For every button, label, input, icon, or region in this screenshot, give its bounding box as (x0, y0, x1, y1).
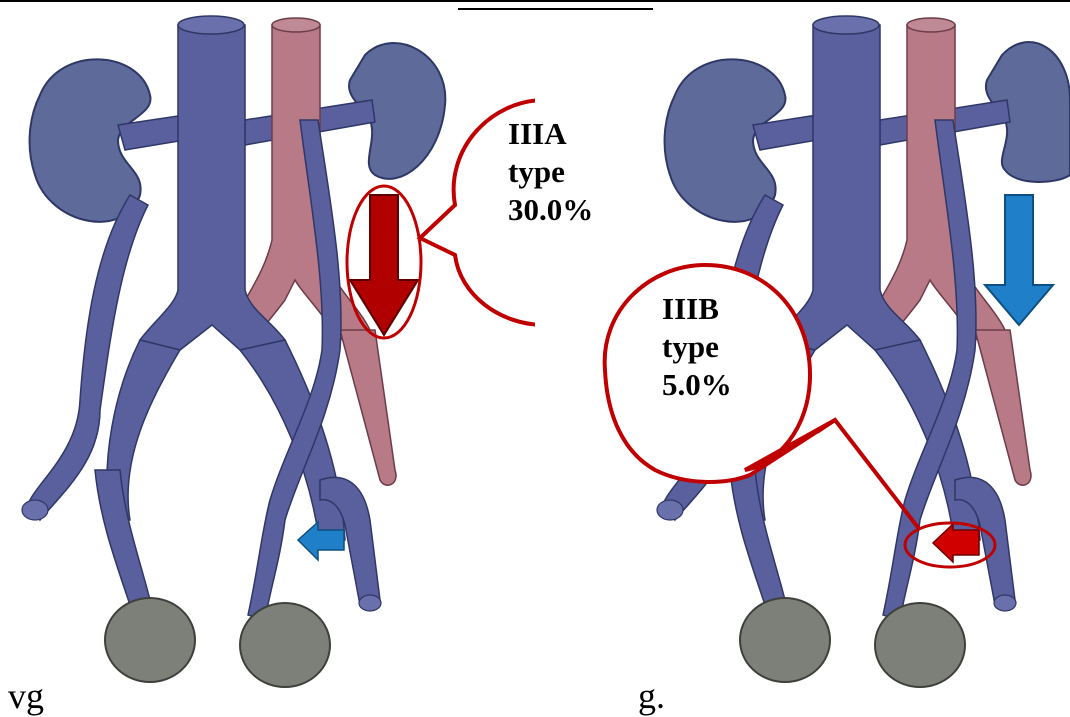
panel-right: IIIB type 5.0% g. (535, 0, 1070, 702)
testis-left (740, 598, 830, 682)
left-arrow-icon (933, 524, 979, 562)
callout-text: IIIB type 5.0% (662, 290, 772, 408)
anatomy-drawing-left (0, 0, 535, 702)
panel-left: IIIA type 30.0% vg (0, 0, 535, 702)
caption-left: vg (8, 675, 44, 717)
callout-line-1: IIIB (662, 290, 772, 328)
anatomy-drawing-right (535, 0, 1070, 702)
testis-left (105, 598, 195, 682)
down-arrow-icon (985, 195, 1053, 325)
testis-right (240, 603, 330, 687)
callout-line-3: 5.0% (662, 366, 772, 404)
callout-line-2: type (662, 328, 772, 366)
caption-right: g. (638, 675, 665, 717)
testis-right (875, 603, 965, 687)
